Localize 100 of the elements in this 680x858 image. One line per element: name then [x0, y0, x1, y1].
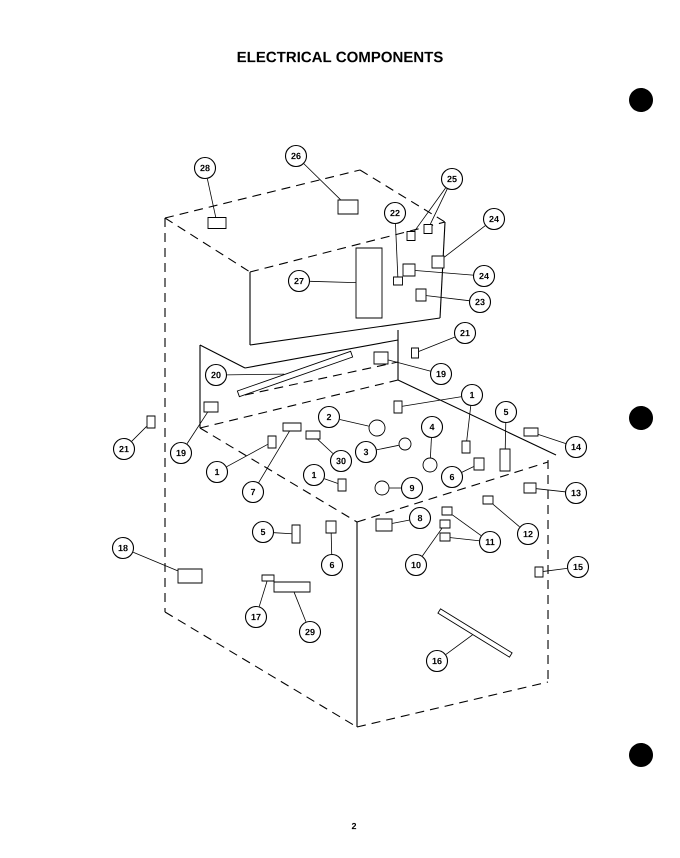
leader-line: [543, 568, 568, 572]
callout-number: 11: [478, 530, 502, 554]
leader-line: [294, 592, 306, 622]
part-drawing: [208, 217, 226, 229]
part-drawing: [274, 582, 310, 592]
leader-line: [536, 488, 566, 492]
callout-number: 24: [482, 208, 506, 230]
part-drawing: [236, 350, 354, 398]
part-drawing: [374, 352, 388, 364]
leader-line: [426, 295, 470, 302]
callout-number: 7: [242, 480, 264, 504]
part-drawing: [416, 288, 426, 302]
leader-line: [304, 163, 341, 200]
callout-number: 16: [426, 650, 448, 672]
part-drawing: [394, 400, 402, 414]
callout-number: 21: [112, 438, 136, 460]
callout-number: 21: [454, 322, 476, 344]
leader-line: [274, 532, 292, 534]
part-drawing: [482, 496, 494, 504]
leader-line: [430, 438, 432, 458]
leader-line: [339, 419, 370, 427]
callout-number: 1: [206, 460, 228, 484]
part-drawing: [411, 348, 419, 358]
leader-line: [444, 225, 486, 258]
leader-line: [226, 374, 285, 376]
leader-line: [206, 178, 216, 218]
callout-number: 10: [404, 554, 428, 576]
leader-line: [402, 396, 462, 407]
leader-line: [131, 426, 147, 442]
part-drawing: [422, 458, 438, 472]
part-drawing: [500, 448, 510, 472]
title: ELECTRICAL COMPONENTS: [238, 52, 443, 62]
part-drawing: [440, 520, 450, 528]
part-drawing: [437, 608, 513, 658]
part-drawing: [306, 430, 320, 440]
part-drawing: [356, 248, 382, 318]
callout-number: 30: [330, 450, 352, 472]
callout-number: 24: [472, 264, 496, 288]
callout-number: 1: [460, 384, 484, 406]
callout-number: 29: [298, 620, 322, 644]
part-drawing: [178, 568, 202, 584]
page-number: 2: [352, 822, 356, 830]
part-drawing: [406, 231, 416, 241]
part-drawing: [282, 422, 302, 432]
callout-number: 17: [244, 606, 268, 628]
part-drawing: [338, 200, 358, 214]
leader-line: [258, 581, 268, 607]
part-drawing: [474, 458, 484, 470]
leader-line: [492, 504, 520, 528]
part-drawing: [393, 276, 403, 286]
callout-number: 27: [288, 270, 310, 292]
callout-number: 20: [204, 364, 228, 386]
leader-line: [422, 528, 442, 556]
part-drawing: [524, 428, 538, 436]
callout-number: 6: [320, 554, 344, 576]
part-drawing: [534, 566, 544, 578]
callout-number: 5: [252, 520, 274, 544]
leader-line: [450, 537, 480, 542]
leader-line: [452, 514, 482, 536]
leader-line: [466, 406, 472, 441]
part-drawing: [432, 256, 444, 268]
callout-number: 25: [440, 168, 464, 190]
callout-number: 14: [564, 436, 588, 458]
leader-line: [258, 431, 290, 483]
leader-line: [226, 444, 268, 468]
callout-number: 8: [408, 506, 432, 530]
callout-number: 15: [566, 556, 590, 578]
part-drawing: [398, 438, 412, 450]
part-drawing: [326, 520, 336, 534]
leader-line: [446, 634, 473, 655]
part-drawing: [292, 524, 300, 544]
leader-line: [504, 422, 506, 449]
part-drawing: [462, 440, 470, 454]
part-drawing: [374, 480, 390, 496]
part-drawing: [338, 478, 346, 492]
part-drawing: [146, 416, 156, 428]
callout-number: 4: [420, 416, 444, 438]
callout-number: 19: [170, 442, 192, 464]
part-drawing: [442, 506, 452, 516]
callout-number: 2: [318, 406, 340, 428]
part-drawing: [424, 224, 432, 234]
part-drawing: [262, 574, 274, 582]
leader-line: [430, 188, 448, 224]
leader-line: [462, 466, 474, 473]
leader-line: [415, 270, 474, 276]
part-drawing: [376, 518, 392, 532]
callout-number: 22: [384, 202, 406, 224]
callout-number: 23: [468, 290, 492, 314]
leader-line: [132, 552, 178, 572]
part-drawing: [204, 402, 218, 412]
leader-line: [310, 280, 356, 284]
leader-line: [330, 533, 332, 554]
callout-number: 12: [516, 522, 540, 546]
callout-number: 1: [302, 464, 326, 486]
callout-number: 19: [430, 362, 452, 386]
leader-line: [414, 188, 446, 232]
callout-number: 3: [354, 440, 378, 464]
part-drawing: [268, 436, 276, 448]
leader-line: [392, 520, 410, 524]
leader-line: [324, 478, 338, 484]
